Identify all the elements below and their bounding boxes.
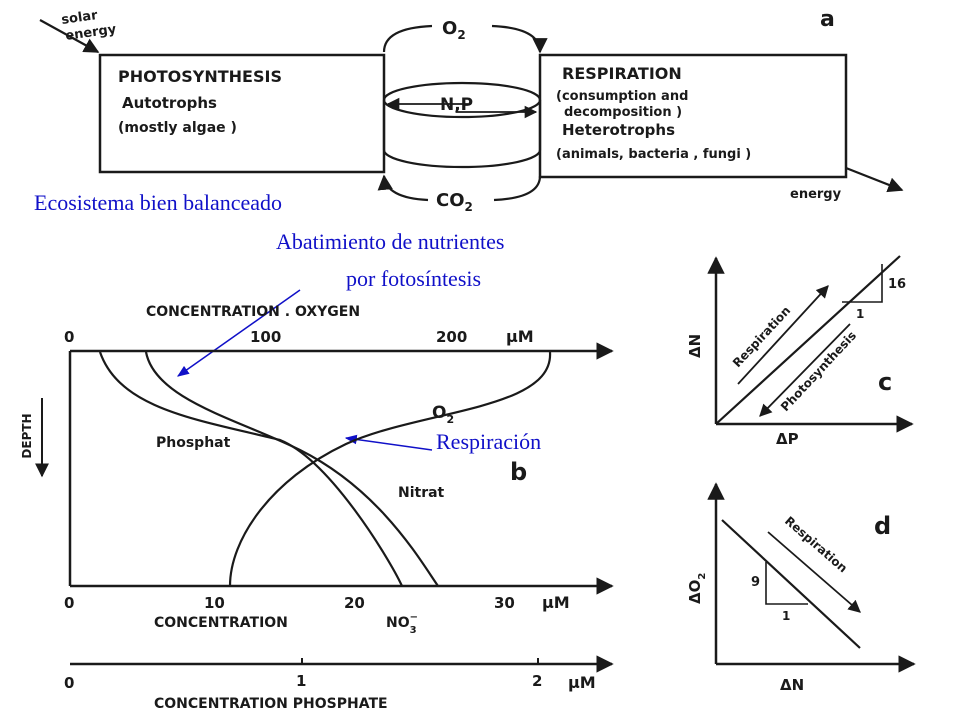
nitrate-curve [144, 351, 439, 587]
panel-c-delta-p-label: ΔP [776, 430, 799, 448]
nitrate-tick-20: 20 [344, 594, 365, 612]
o2-loop-right [491, 24, 548, 54]
balanced-ecosystem-note: Ecosistema bien balanceado [34, 190, 282, 215]
panel-d-ratio-9: 9 [751, 575, 760, 590]
panel-d-label: d [874, 512, 891, 540]
oxygen-curve-label: O2 [432, 403, 454, 426]
nitrate-tick-30: 30 [494, 594, 515, 612]
phosphate-tick-2: 2 [532, 672, 542, 690]
co2-loop-right [493, 175, 542, 202]
panel-d-ratio-line [721, 519, 861, 649]
energy-out-arrow [845, 166, 904, 193]
decomposition-label: decomposition ) [564, 105, 682, 120]
oxygen-curve [228, 351, 552, 587]
panel-c-respiration-arrow [737, 285, 829, 385]
phosphate-unit: μM [568, 673, 596, 692]
phosphate-tick-0: 0 [64, 674, 74, 692]
phosphate-curve-label: Phosphat [156, 435, 231, 451]
solar-energy-label-2: energy [64, 22, 117, 44]
panel-c-ratio-1: 1 [856, 307, 864, 321]
energy-out-label: energy [790, 187, 842, 202]
phosphate-curve [98, 351, 403, 587]
panel-d-o2-vs-n: 9 1 Respiration ΔO2 ΔN d [686, 482, 916, 694]
oxygen-unit: μM [506, 327, 534, 346]
autotrophs-label: Autotrophs [122, 94, 217, 112]
spanish-annotations: Ecosistema bien balanceado Abatimiento d… [34, 190, 541, 454]
panel-a-label: a [820, 7, 835, 32]
nitrate-unit: μM [542, 593, 570, 612]
nitrate-curve-label: Nitrat [398, 485, 445, 501]
depletion-pointer-arrow [177, 289, 301, 377]
respiration-title: RESPIRATION [562, 64, 682, 83]
consumption-label: (consumption and [556, 89, 688, 104]
respiration-pointer-arrow [344, 434, 433, 451]
depth-label: DEPTH [20, 413, 34, 458]
o2-loop-left [382, 24, 433, 53]
nutrient-depletion-note-2: por fotosíntesis [346, 266, 481, 291]
panel-b-profiles: CONCENTRATION . OXYGEN 0 100 200 μM DEPT… [20, 304, 614, 712]
heterotroph-examples-label: (animals, bacteria , fungi ) [556, 147, 751, 162]
nutrient-depletion-note-1: Abatimiento de nutrientes [276, 229, 505, 254]
heterotrophs-label: Heterotrophs [562, 121, 675, 139]
nitrate-tick-10: 10 [204, 594, 225, 612]
co2-label: CO2 [436, 190, 473, 214]
panel-c-photosynthesis-label: Photosynthesis [778, 329, 859, 415]
panel-c-n-vs-p: 16 1 Respiration Photosynthesis ΔN ΔP c [686, 255, 914, 448]
panel-c-ratio-16: 16 [888, 277, 906, 292]
panel-d-delta-o2-label: ΔO2 [686, 573, 708, 604]
np-cylinder-body [382, 100, 542, 169]
panel-a-cycle: solar energy a PHOTOSYNTHESIS Autotrophs… [39, 7, 904, 214]
oxygen-tick-100: 100 [250, 328, 281, 346]
algae-label: (mostly algae ) [118, 120, 237, 136]
panel-c-ratio-triangle [842, 264, 883, 303]
o2-label: O2 [442, 18, 466, 42]
panel-d-ratio-1: 1 [782, 609, 790, 623]
nitrate-axis-title: CONCENTRATION [154, 615, 288, 631]
panel-d-ratio-triangle [765, 562, 808, 605]
phosphate-tick-1: 1 [296, 672, 306, 690]
panel-c-redfield-line [715, 255, 901, 425]
panel-d-respiration-label: Respiration [782, 514, 850, 576]
panel-c-photosynthesis-arrow [759, 323, 851, 417]
solar-energy-arrow [39, 19, 100, 53]
panel-b-label: b [510, 458, 527, 486]
panel-d-respiration-arrow [767, 531, 861, 613]
np-label: N,P [440, 95, 473, 115]
respiration-note: Respiración [436, 429, 541, 454]
solar-energy-label-1: solar [60, 8, 99, 28]
nitrate-species-label: NO3− [386, 612, 418, 636]
oxygen-tick-200: 200 [436, 328, 467, 346]
oxygen-tick-0: 0 [64, 328, 74, 346]
nitrate-tick-0: 0 [64, 594, 74, 612]
oxygen-axis-title: CONCENTRATION . OXYGEN [146, 304, 360, 320]
phosphate-axis-title: CONCENTRATION PHOSPHATE [154, 696, 388, 712]
panel-d-delta-n-label: ΔN [780, 676, 804, 694]
panel-c-respiration-label: Respiration [730, 304, 793, 371]
panel-c-label: c [878, 368, 892, 396]
photosynthesis-title: PHOTOSYNTHESIS [118, 67, 282, 86]
co2-loop-left [377, 174, 429, 202]
panel-c-delta-n-label: ΔN [686, 334, 704, 358]
